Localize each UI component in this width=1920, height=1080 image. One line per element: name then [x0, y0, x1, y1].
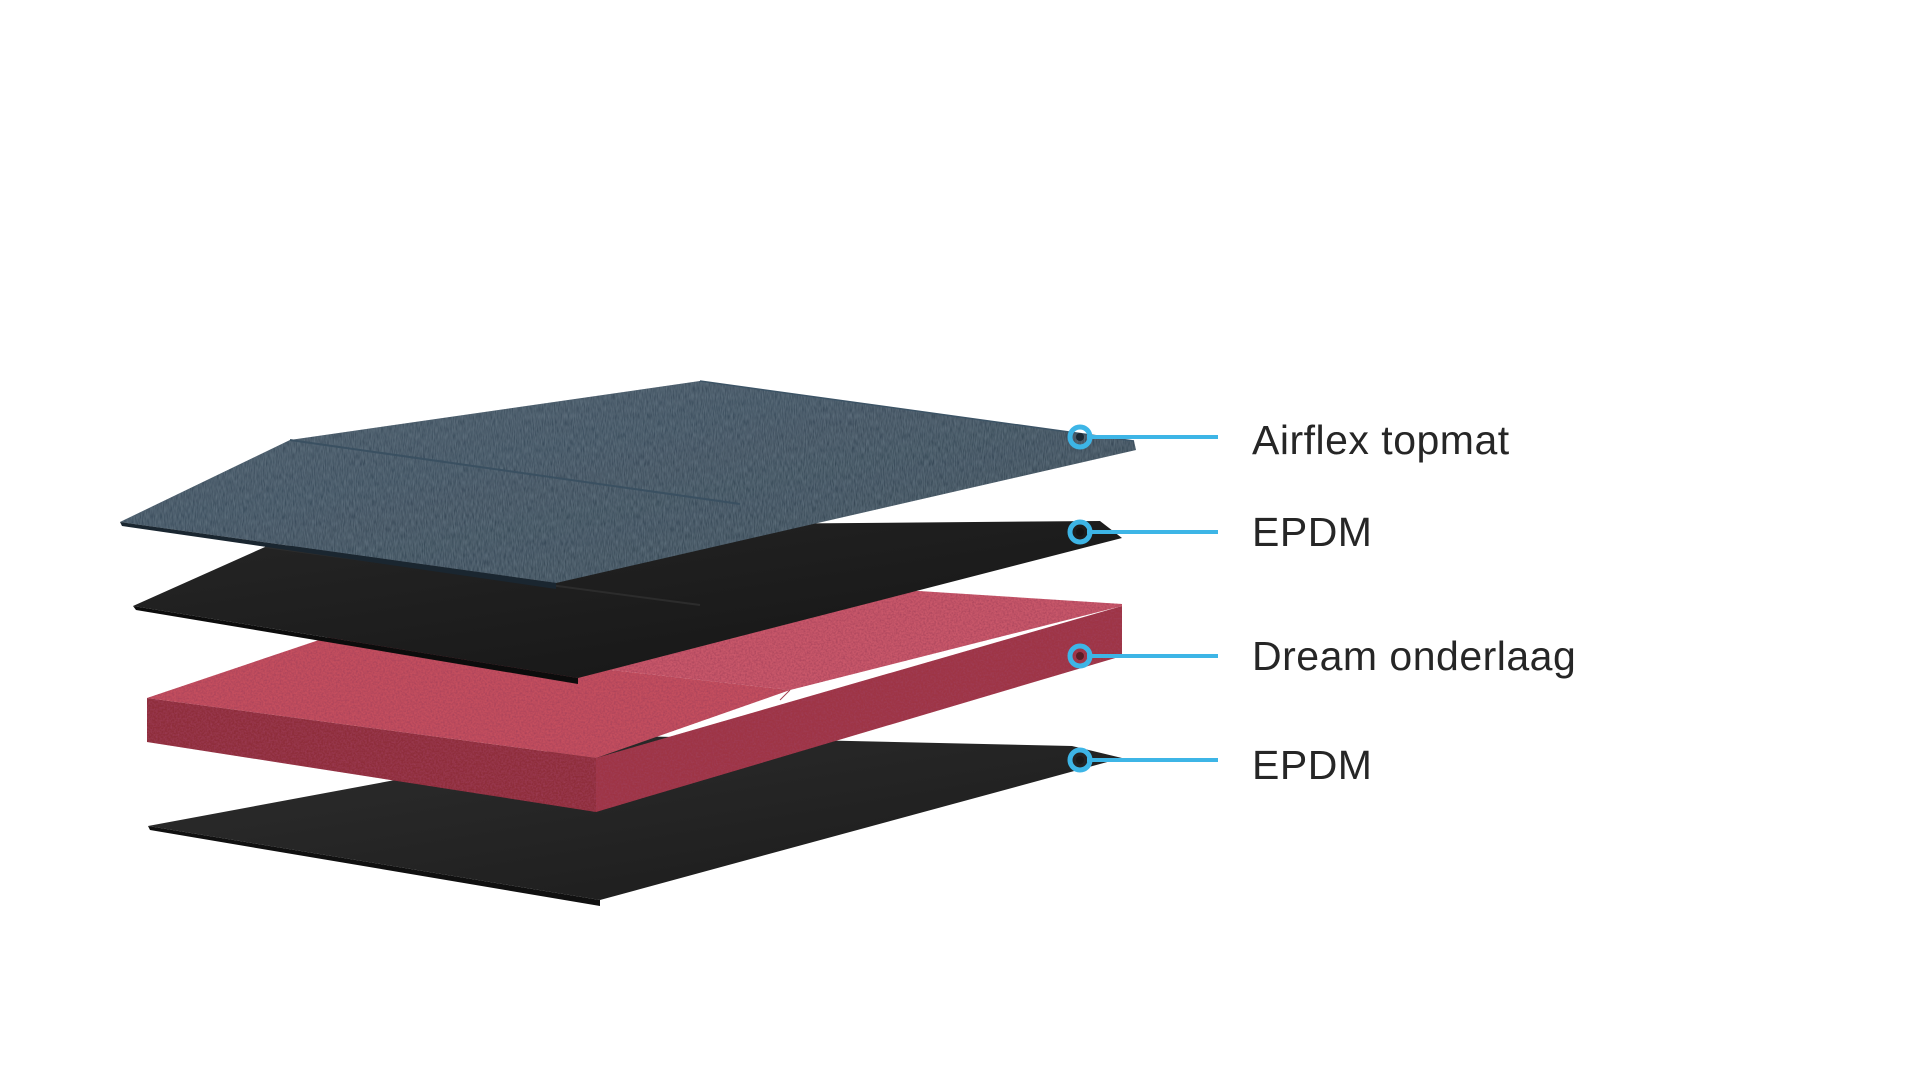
- callout-epdm-upper: [1067, 519, 1218, 545]
- layer-label-airflex-topmat: Airflex topmat: [1252, 417, 1510, 463]
- epdm-bottom-sheet: [148, 736, 1122, 906]
- ring-dot-icon: [1067, 519, 1093, 545]
- callout-epdm-bottom: [1067, 747, 1218, 773]
- layer-label-epdm-bottom: EPDM: [1252, 742, 1373, 788]
- ring-dot-icon: [1067, 643, 1093, 669]
- ring-dot-icon: [1067, 747, 1093, 773]
- callout-dream-onderlaag: [1067, 643, 1218, 669]
- layer-label-dream-onderlaag: Dream onderlaag: [1252, 633, 1577, 679]
- airflex-topmat-sheet: [120, 380, 1136, 589]
- callout-airflex-topmat: [1067, 424, 1218, 450]
- ring-dot-icon: [1067, 424, 1093, 450]
- layer-label-epdm-upper: EPDM: [1252, 509, 1373, 555]
